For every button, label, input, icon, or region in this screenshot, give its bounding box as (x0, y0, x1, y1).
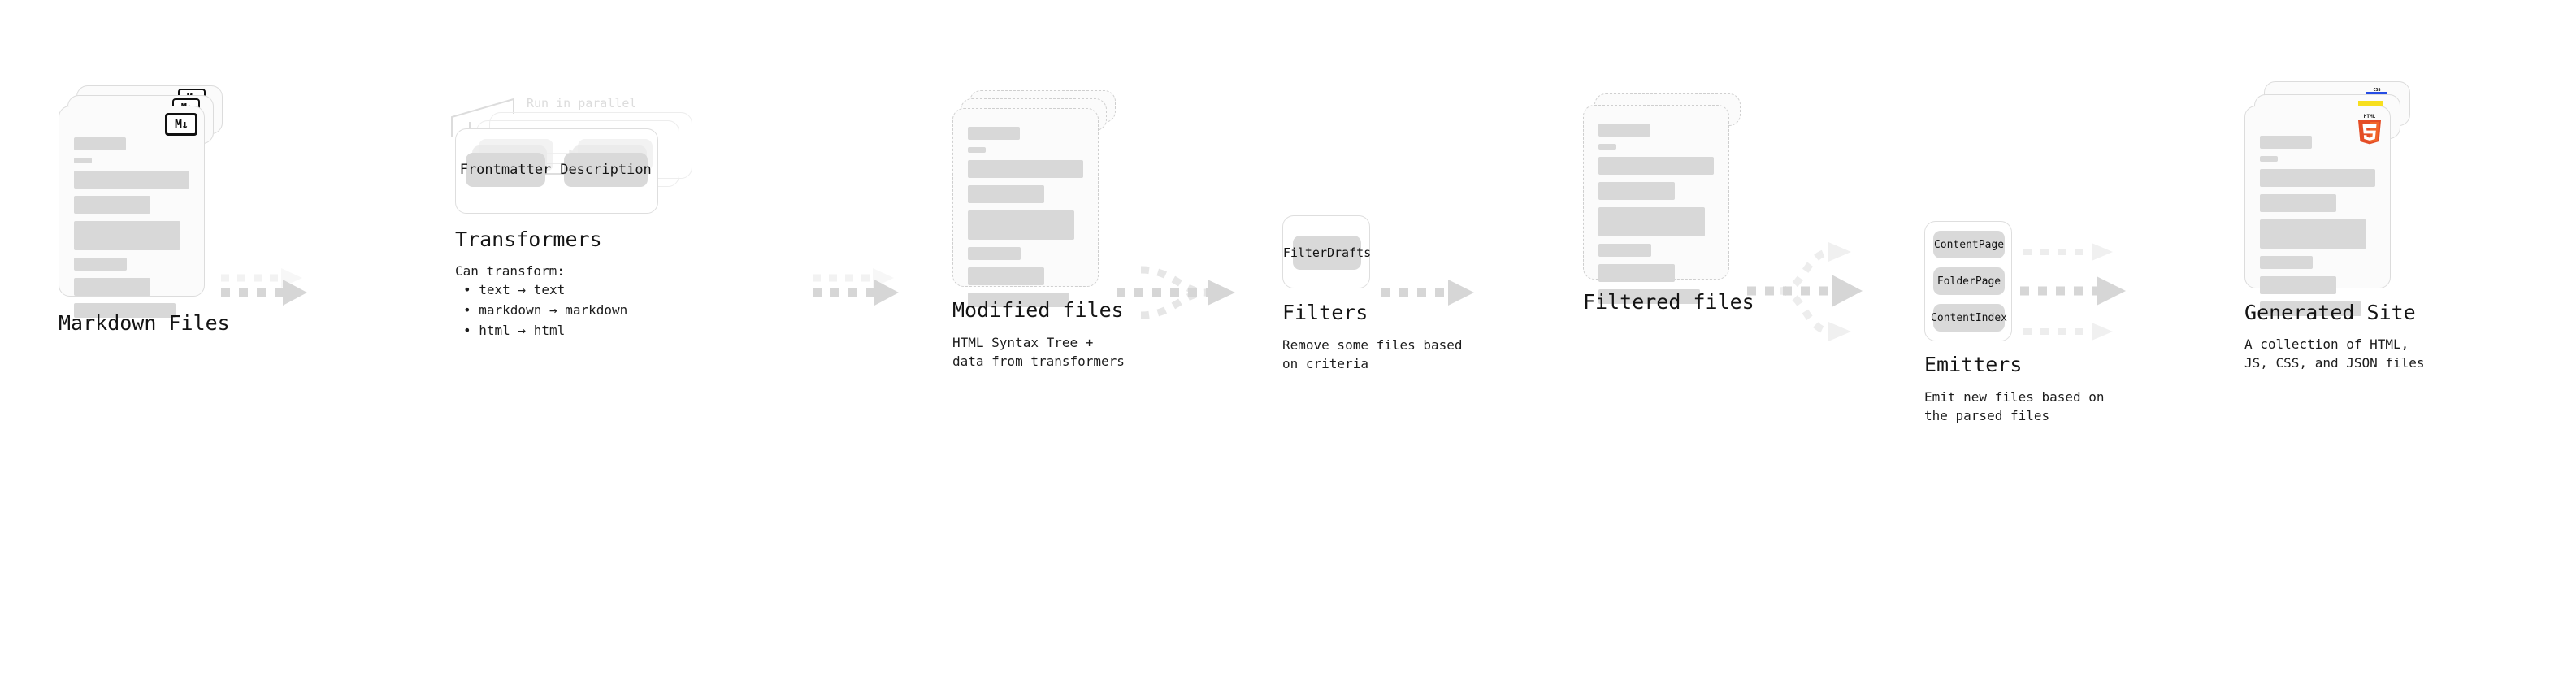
skeleton-line (2260, 219, 2366, 249)
skeleton-line (74, 158, 92, 163)
skeleton-line (74, 258, 128, 271)
generated-site-subtitle: A collection of HTML, JS, CSS, and JSON … (2244, 336, 2425, 371)
markdown-icon-arrow: ↓ (181, 116, 189, 132)
connector-filtered-to-emitters (1747, 236, 1910, 366)
markdown-card-front: M↓ (59, 106, 205, 318)
bullet-item: • text → text (463, 282, 566, 297)
modified-files-subtitle: HTML Syntax Tree + data from transformer… (952, 335, 1125, 370)
dotted-arrow-icon (221, 268, 307, 306)
skeleton-line (74, 196, 150, 214)
skeleton-line (968, 147, 986, 153)
dotted-arrow-fan-icon (1747, 242, 1863, 341)
bullet-item: • html → html (463, 322, 566, 338)
pill-folderpage[interactable]: FolderPage (1933, 267, 2005, 295)
skeleton-line (74, 221, 180, 250)
stage-title-generated-site: Generated Site (2244, 301, 2416, 324)
skeleton-line (2260, 301, 2361, 316)
pill-filterdrafts[interactable]: FilterDrafts (1283, 236, 1371, 270)
skeleton-line (968, 160, 1083, 178)
svg-text:CSS: CSS (2373, 88, 2380, 93)
skeleton-line (968, 247, 1021, 260)
filtered-skeleton-lines (1584, 106, 1728, 317)
connector-modified-to-filters (1117, 260, 1271, 341)
skeleton-line (1598, 182, 1675, 200)
filters-panel: FilterDrafts (1282, 215, 1371, 288)
dotted-arrow-fan-icon (2020, 243, 2126, 340)
pill-contentindex[interactable]: ContentIndex (1931, 304, 2007, 332)
skeleton-line (968, 267, 1044, 285)
stage-emitters: ContentPage FolderPage ContentIndex Emit… (1924, 221, 2105, 423)
skeleton-line (1598, 289, 1700, 304)
modified-skeleton-lines (953, 109, 1098, 320)
filters-subtitle: Remove some files based on criteria (1282, 337, 1463, 372)
skeleton-line (1598, 207, 1705, 236)
connector-filters-to-filtered (1381, 260, 1487, 325)
skeleton-line (968, 293, 1069, 307)
skeleton-line (2260, 256, 2314, 269)
skeleton-line (2260, 169, 2375, 187)
stage-title-filters: Filters (1282, 301, 1368, 324)
site-card-front: HTML (2244, 106, 2391, 316)
css-icon: CSS (2366, 88, 2387, 94)
skeleton-line (74, 303, 176, 318)
stage-filters: FilterDrafts Filters Remove some files b… (1282, 215, 1463, 371)
svg-text:HTML: HTML (2364, 114, 2376, 119)
markdown-icon: M↓ (165, 113, 197, 136)
skeleton-line (2260, 194, 2336, 212)
skeleton-line (2260, 276, 2336, 294)
run-in-parallel-label: Run in parallel (527, 96, 637, 111)
skeleton-line (2260, 136, 2312, 149)
skeleton-line (1598, 144, 1616, 150)
skeleton-line (74, 137, 126, 150)
connector-md-to-transformers (221, 260, 319, 325)
emitters-subtitle: Emit new files based on the parsed files (1924, 389, 2105, 424)
skeleton-line (1598, 244, 1652, 257)
filtered-card-front (1583, 105, 1729, 304)
stage-title-transformers: Transformers (455, 228, 602, 251)
connector-emitters-to-site (2020, 236, 2183, 366)
skeleton-line (968, 185, 1044, 203)
dotted-arrow-icon (1381, 280, 1474, 306)
html5-icon: HTML (2358, 114, 2381, 145)
transformers-subtitle: Can transform: (455, 263, 565, 279)
dotted-arrow-icon (813, 268, 899, 306)
skeleton-line (1598, 264, 1675, 282)
skeleton-line (1598, 124, 1650, 137)
bullet-item: • markdown → markdown (463, 301, 628, 318)
connector-transformers-to-modified (813, 260, 910, 325)
transformers-panel: Frontmatter Description (455, 128, 658, 214)
skeleton-line (1598, 157, 1714, 175)
modified-card-front (952, 108, 1099, 307)
markdown-skeleton-lines (59, 106, 204, 331)
stage-title-filtered-files: Filtered files (1583, 290, 1754, 314)
stage-title-modified-files: Modified files (952, 298, 1124, 322)
pill-description[interactable]: Description (560, 153, 652, 187)
stage-generated-site: CSS HTML Generated Site A collection of … (2244, 81, 2425, 371)
markdown-icon-letter: M (174, 116, 182, 132)
skeleton-line (2260, 156, 2278, 162)
skeleton-line (968, 210, 1074, 240)
emitters-panel: ContentPage FolderPage ContentIndex (1924, 221, 2012, 341)
pill-frontmatter[interactable]: Frontmatter (460, 153, 551, 187)
stage-markdown-files: M↓ M↓ M↓ Markdown Files (59, 85, 230, 335)
dotted-arrow-converge-icon (1117, 266, 1235, 319)
skeleton-line (74, 278, 150, 296)
site-skeleton-lines (2245, 106, 2390, 329)
transformers-bullet-list: • text → text • markdown → markdown • ht… (463, 280, 627, 340)
stage-title-emitters: Emitters (1924, 353, 2023, 376)
skeleton-line (74, 171, 189, 189)
skeleton-line (968, 127, 1020, 140)
stage-title-markdown-files: Markdown Files (59, 311, 230, 335)
pill-contentpage[interactable]: ContentPage (1933, 231, 2005, 258)
